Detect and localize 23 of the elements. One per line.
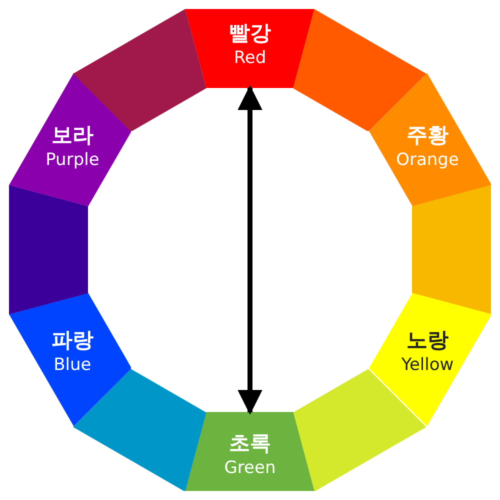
wheel-segment	[73, 368, 206, 492]
segment-title: 파랑	[51, 327, 94, 354]
segment-subtitle: Orange	[396, 149, 459, 172]
wheel-segment	[368, 293, 492, 427]
wheel-segment	[412, 185, 492, 315]
wheel-segment	[185, 412, 315, 492]
segment-subtitle: Yellow	[401, 354, 454, 378]
segment-title: 노랑	[406, 327, 449, 354]
wheel-segment	[8, 73, 132, 206]
wheel-segment	[185, 8, 315, 88]
wheel-segment	[8, 293, 132, 427]
segment-subtitle: Purple	[46, 149, 100, 172]
segment-subtitle: Green	[224, 456, 276, 480]
segment-title: 보라	[51, 122, 94, 148]
segment-subtitle: Red	[234, 46, 266, 70]
segment-title: 초록	[228, 430, 271, 456]
wheel-segment	[368, 73, 492, 206]
segment-subtitle: Blue	[54, 354, 92, 378]
double-arrow	[238, 85, 262, 415]
wheel-segment	[8, 185, 88, 315]
wheel-segment	[293, 368, 427, 492]
segment-title: 빨강	[228, 20, 271, 46]
segment-title: 주황	[406, 122, 449, 148]
